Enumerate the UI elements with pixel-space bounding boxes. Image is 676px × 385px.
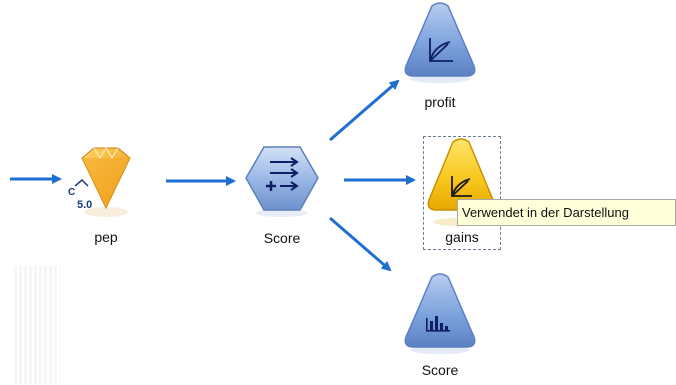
profit-node-label: profit bbox=[424, 94, 456, 110]
score-histogram-node[interactable] bbox=[404, 273, 476, 354]
gains-selection-outline bbox=[423, 136, 501, 250]
connector-score-profit[interactable] bbox=[329, 79, 400, 142]
score-model-node[interactable] bbox=[245, 146, 319, 217]
score-model-node-label: Score bbox=[263, 230, 301, 246]
histogram-icon bbox=[426, 316, 450, 332]
gains-node-label: gains bbox=[445, 229, 479, 245]
canvas-ghost-column bbox=[14, 266, 60, 384]
profit-graph-node[interactable] bbox=[404, 2, 476, 83]
pep-node-label: pep bbox=[94, 229, 118, 245]
svg-text:5.0: 5.0 bbox=[77, 199, 92, 211]
c50-model-nugget-icon: C 5.0 bbox=[68, 178, 92, 211]
evaluation-chart-icon bbox=[429, 38, 453, 62]
svg-text:C: C bbox=[68, 187, 75, 198]
pep-model-node[interactable]: C 5.0 bbox=[68, 147, 131, 217]
score-arrows-icon bbox=[266, 157, 299, 191]
evaluation-chart-icon bbox=[451, 176, 472, 197]
node-tooltip: Verwendet in der Darstellung bbox=[457, 199, 676, 226]
connector-score-histogram[interactable] bbox=[329, 216, 392, 272]
score-histogram-node-label: Score bbox=[421, 362, 459, 378]
